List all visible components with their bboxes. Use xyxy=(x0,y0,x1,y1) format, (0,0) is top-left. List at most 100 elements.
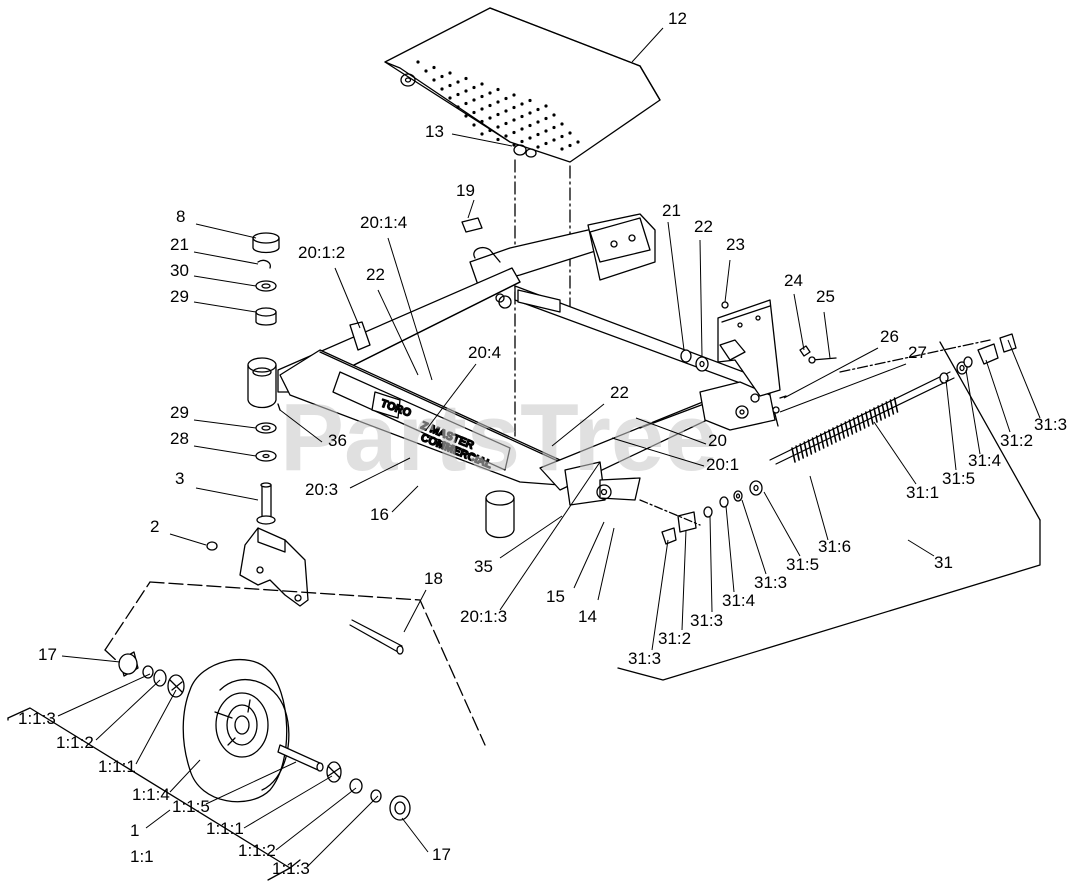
spring-coil xyxy=(819,433,825,449)
wheel-hardware xyxy=(118,651,411,821)
plate-hole xyxy=(472,123,476,127)
leader-line-20-1 xyxy=(611,437,705,467)
plate-hole xyxy=(512,105,516,110)
plate-hole xyxy=(512,93,516,97)
callout-25: 25 xyxy=(816,287,835,306)
wheel xyxy=(182,658,290,803)
callout-29a: 29 xyxy=(170,287,189,306)
spring-coil xyxy=(799,443,804,459)
plate-hole xyxy=(512,130,516,135)
leader-line-1-1-3a xyxy=(57,673,151,717)
plate-hole xyxy=(496,112,500,117)
spring-coil xyxy=(881,403,886,419)
leader-line-31-3a xyxy=(1007,339,1041,419)
callout-31-5b: 31:5 xyxy=(786,555,819,574)
callout-27: 27 xyxy=(908,343,927,362)
plate-hole xyxy=(544,129,548,133)
spring-coil xyxy=(885,401,891,417)
leader-line-31-3c xyxy=(709,515,713,613)
callout-20-3: 20:3 xyxy=(305,480,338,499)
plate-hole xyxy=(528,123,532,128)
main-frame xyxy=(247,213,776,539)
plate-hole xyxy=(552,113,556,117)
callout-20-1-3: 20:1:3 xyxy=(460,607,507,626)
leader-line-1-1-4 xyxy=(169,759,201,793)
leader-line-31-3b xyxy=(741,499,767,575)
plate-hole xyxy=(520,102,524,106)
leader-line-20-1-4 xyxy=(387,237,433,381)
callout-3: 3 xyxy=(175,469,184,488)
leader-line-3 xyxy=(195,487,259,501)
callout-16: 16 xyxy=(370,505,389,524)
leader-line-31-4a xyxy=(965,369,981,455)
plate-hole xyxy=(424,69,428,73)
leader-line-29b xyxy=(193,419,257,429)
spring-coil xyxy=(832,427,837,443)
callout-20-1-2: 20:1:2 xyxy=(298,243,345,262)
spring-coil xyxy=(860,413,866,429)
plate-hole xyxy=(544,116,548,121)
plate-hole xyxy=(480,94,484,99)
plate-hole xyxy=(512,143,516,147)
spring-coil xyxy=(807,439,813,455)
leader-line-22c xyxy=(551,403,605,447)
leader-line-1-1-5 xyxy=(205,761,297,805)
callout-31-2b: 31:2 xyxy=(658,629,691,648)
leader-line-20-1-2 xyxy=(334,267,361,329)
leader-line-1-1-2b xyxy=(275,787,357,851)
plate-hole xyxy=(440,87,444,91)
leader-line-21a xyxy=(193,251,259,265)
leader-line-20-1-3 xyxy=(499,461,601,611)
plate-hole xyxy=(528,98,532,103)
plate-hole xyxy=(560,122,564,126)
plate-hole xyxy=(520,139,524,144)
callout-22a: 22 xyxy=(366,265,385,284)
callout-31-3a: 31:3 xyxy=(1034,415,1067,434)
leader-line-14 xyxy=(597,527,615,601)
plate-hole xyxy=(520,114,524,119)
plate-hole xyxy=(528,136,532,140)
leader-line-31-5a xyxy=(945,379,957,471)
plate-hole xyxy=(448,71,452,75)
spring-coil xyxy=(844,421,850,437)
leader-line-35 xyxy=(499,515,563,559)
leader-line-31-3d xyxy=(651,539,669,651)
leader-line-1-1-1a xyxy=(135,689,177,765)
callout-31-1: 31:1 xyxy=(906,483,939,502)
plate-hole xyxy=(560,147,564,151)
leader-line-20-4 xyxy=(425,363,477,431)
plate-hole xyxy=(416,60,420,64)
leader-line-2 xyxy=(169,533,207,546)
watermark: PartsTree xyxy=(280,384,718,491)
plate-hole xyxy=(536,107,540,112)
leader-line-8 xyxy=(195,223,257,239)
callout-14: 14 xyxy=(578,607,597,626)
callout-18: 18 xyxy=(424,569,443,588)
spring-coil xyxy=(836,425,841,441)
plate-hole xyxy=(520,127,524,131)
leader-line-13 xyxy=(451,133,513,147)
spring-coil xyxy=(803,441,809,457)
plate-hole xyxy=(504,134,508,138)
leader-line-23 xyxy=(724,259,731,303)
callout-31-3c: 31:3 xyxy=(690,611,723,630)
callout-8: 8 xyxy=(176,207,185,226)
spring-coil xyxy=(795,445,800,461)
plate-hole xyxy=(488,116,492,120)
plate-hole xyxy=(536,132,540,137)
callout-1: 1 xyxy=(130,821,139,840)
plate-hole xyxy=(472,85,476,90)
spring-coil xyxy=(824,431,829,447)
plate-hole xyxy=(536,120,540,124)
leader-line-31-5b xyxy=(763,491,801,557)
spring-coil xyxy=(815,435,821,451)
leader-line-31-2b xyxy=(681,529,687,631)
callout-31-3d: 31:3 xyxy=(628,649,661,668)
callout-1-1: 1:1 xyxy=(130,847,154,866)
leader-line-18 xyxy=(403,589,427,633)
plate-hole xyxy=(480,119,484,124)
leader-line-22a xyxy=(377,289,419,376)
plate-hole xyxy=(496,125,500,129)
plate-hole xyxy=(456,80,460,84)
